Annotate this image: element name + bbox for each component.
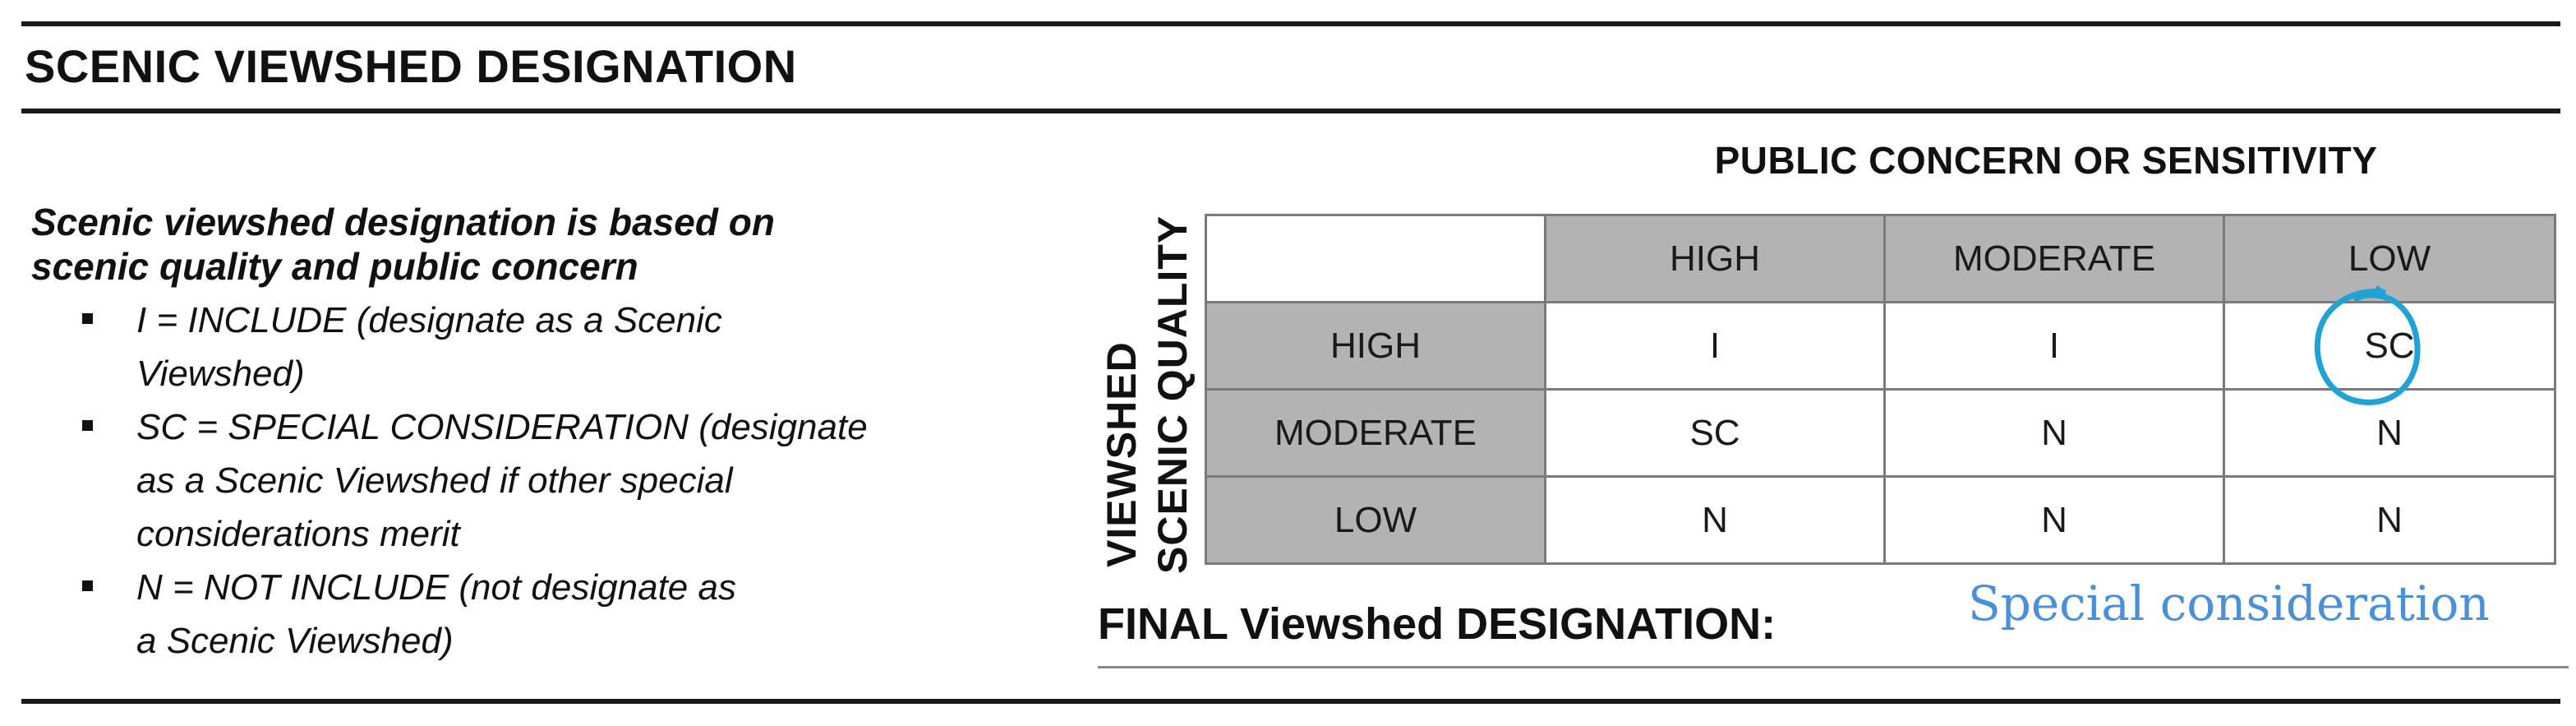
square-bullet-icon <box>82 313 93 324</box>
row-header-high: HIGH <box>1205 301 1546 391</box>
matrix-cell: SC <box>1544 388 1886 478</box>
legend-item-line: a Scenic Viewshed) <box>136 621 454 661</box>
matrix-header-row: HIGH MODERATE LOW <box>1205 214 2556 303</box>
matrix-cell: N <box>1544 475 1886 565</box>
legend-lead-line1: Scenic viewshed designation is based on <box>31 201 775 243</box>
legend-item-line: I = INCLUDE (designate as a Scenic <box>136 300 722 340</box>
legend-list: I = INCLUDE (designate as a Scenic Views… <box>31 294 1067 668</box>
final-designation-value: Special consideration <box>1968 576 2490 631</box>
row-axis-label-line2: VIEWSHED <box>1099 341 1145 567</box>
top-rule <box>21 21 2560 26</box>
designation-matrix: HIGH MODERATE LOW HIGH I I SC MODERATE S… <box>1205 214 2556 565</box>
legend-item-line: N = NOT INCLUDE (not designate as <box>136 567 736 608</box>
row-axis-label: SCENIC QUALITY VIEWSHED <box>1093 173 1216 576</box>
legend-item-special-consideration: SC = SPECIAL CONSIDERATION (designate as… <box>31 400 1067 561</box>
column-axis-label: PUBLIC CONCERN OR SENSITIVITY <box>1714 139 2378 182</box>
column-header-moderate: MODERATE <box>1883 214 2225 303</box>
matrix-cell: N <box>1883 388 2225 478</box>
matrix-row-moderate: MODERATE SC N N <box>1205 388 2556 478</box>
section-title: SCENIC VIEWSHED DESIGNATION <box>25 40 797 92</box>
row-axis-label-line1: SCENIC QUALITY <box>1150 215 1196 574</box>
row-header-low: LOW <box>1205 475 1546 565</box>
designation-legend: Scenic viewshed designation is based on … <box>31 200 1067 668</box>
matrix-corner-cell <box>1205 214 1546 303</box>
square-bullet-icon <box>82 420 93 431</box>
column-header-low: LOW <box>2223 214 2556 303</box>
legend-item-not-include: N = NOT INCLUDE (not designate as a Scen… <box>31 561 1067 668</box>
legend-lead-line2: scenic quality and public concern <box>31 245 638 288</box>
matrix-cell: N <box>1883 475 2225 565</box>
matrix-cell-highlighted: SC <box>2223 301 2556 391</box>
matrix-cell: I <box>1883 301 2225 391</box>
matrix-cell: N <box>2223 388 2556 478</box>
title-rule <box>21 109 2560 113</box>
legend-item-line: considerations merit <box>136 514 460 554</box>
legend-item-line: as a Scenic Viewshed if other special <box>136 460 733 501</box>
matrix-cell: N <box>2223 475 2556 565</box>
bottom-rule <box>21 699 2560 704</box>
square-bullet-icon <box>82 580 93 591</box>
matrix-cell: I <box>1544 301 1886 391</box>
matrix-row-low: LOW N N N <box>1205 475 2556 565</box>
column-header-high: HIGH <box>1544 214 1886 303</box>
legend-item-line: SC = SPECIAL CONSIDERATION (designate <box>136 407 868 447</box>
legend-item-include: I = INCLUDE (designate as a Scenic Views… <box>31 294 1067 400</box>
matrix-row-high: HIGH I I SC <box>1205 301 2556 391</box>
legend-lead: Scenic viewshed designation is based on … <box>31 200 1067 289</box>
final-designation-label: FINAL Viewshed DESIGNATION: <box>1098 599 1776 649</box>
row-header-moderate: MODERATE <box>1205 388 1546 478</box>
final-designation-underline <box>1098 666 2569 668</box>
legend-item-line: Viewshed) <box>136 354 305 394</box>
